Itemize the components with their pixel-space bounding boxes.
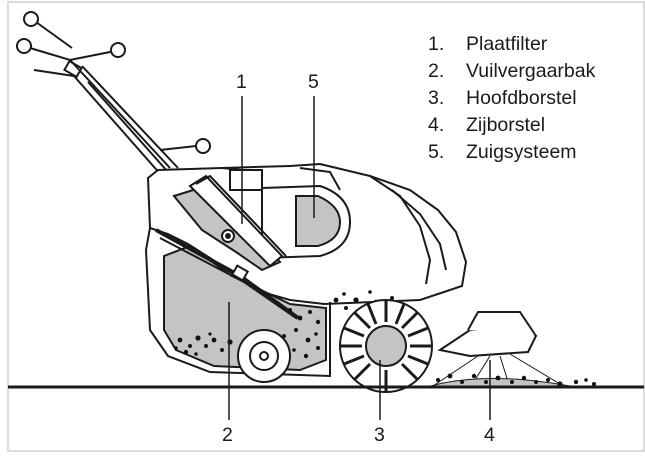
rear-wheel [237,329,291,383]
legend-label: Zijborstel [466,114,546,136]
handle-assembly [16,11,211,177]
main-brush [339,299,433,393]
legend-item: 5. Zuigsysteem [428,139,595,166]
legend-item: 2. Vuilvergaarbak [428,58,595,85]
legend-label: Vuilvergaarbak [466,60,596,82]
legend-number: 4. [428,114,445,136]
legend-number: 1. [428,33,445,55]
legend-item: 1. Plaatfilter [428,31,595,58]
legend: 1. Plaatfilter 2. Vuilvergaarbak 3. Hoof… [428,31,595,166]
legend-number: 5. [428,141,445,163]
legend-label: Hoofdborstel [466,87,577,109]
callout-dirt-container: 2 [222,424,233,446]
legend-item: 3. Hoofdborstel [428,85,595,112]
leader-lines [228,96,491,420]
plate-filter [172,174,287,272]
legend-number: 3. [428,87,445,109]
suction-system [229,169,352,260]
dirt-container [155,228,327,372]
callout-side-brush: 4 [484,424,495,446]
legend-item: 4. Zijborstel [428,112,595,139]
legend-label: Plaatfilter [466,33,548,55]
callout-plate-filter: 1 [236,71,247,93]
callout-suction-system: 5 [308,71,319,93]
legend-label: Zuigsysteem [466,141,577,163]
legend-number: 2. [428,60,445,82]
debris-floor [436,373,596,387]
callout-main-brush: 3 [374,424,385,446]
